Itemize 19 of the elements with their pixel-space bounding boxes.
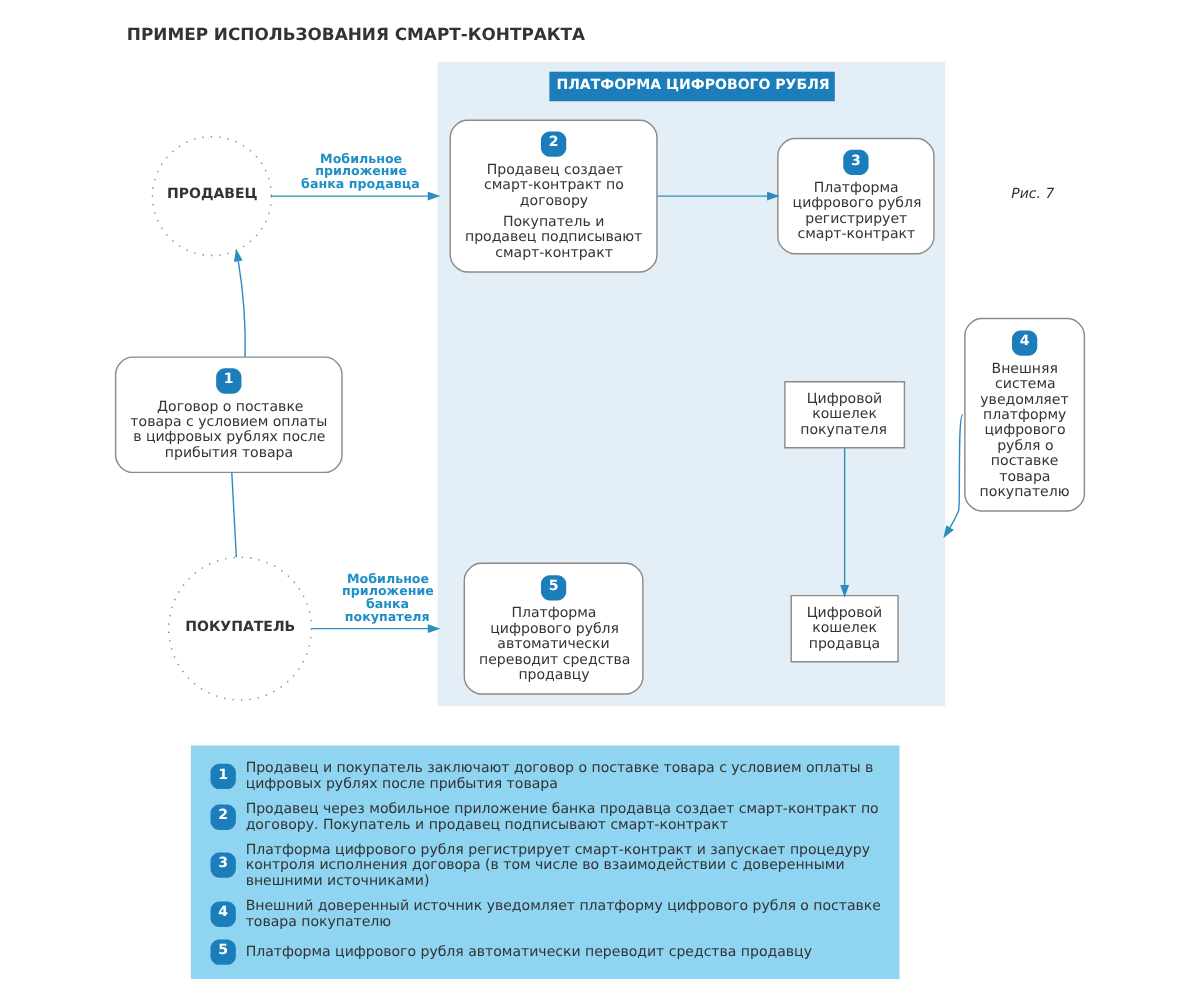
node-circle: ПРОДАВЕЦ bbox=[151, 136, 273, 257]
node-box: 3 Платформа цифрового рубля регистрирует смарт-контракт bbox=[777, 137, 935, 255]
arrow bbox=[656, 191, 780, 201]
node-box: 1 Продавец и покупатель заключают договор о поставке товара с условием оплаты в цифровых рублях после прибытия товара 2 Продавец через мобильное приложение банка продавца создает смарт-контракт по договору. Покупатель и продавец подписывают смарт-контракт 3 Платформа цифрового рубля регистрирует смарт-контракт и запускает процедуру контроля исполнения договора (в том числе во взаимодействии с доверенными внешними источниками) 4 Внешний доверенный источник уведомляет платформу цифрового рубля о поставке товара покупателю 5 Платформа цифрового рубля автоматически переводит средства продавцу bbox=[190, 745, 900, 979]
arrow bbox=[271, 191, 441, 201]
label: Рис. 7 bbox=[1011, 184, 1055, 203]
arrow bbox=[840, 447, 850, 598]
diagram-title: ПРИМЕР ИСПОЛЬЗОВАНИЯ СМАРТ-КОНТРАКТА bbox=[126, 23, 586, 44]
node-box: Цифровой кошелек покупателя bbox=[784, 381, 906, 449]
node-box: 1 Договор о поставке товара с условием оплаты в цифровых рублях после прибытия товара bbox=[114, 356, 343, 474]
arrow bbox=[943, 414, 964, 539]
node-box: 5 Платформа цифрового рубля автоматически переводит средства продавцу bbox=[463, 562, 644, 695]
connector bbox=[231, 472, 238, 559]
node-circle: ПОКУПАТЕЛЬ bbox=[168, 556, 313, 701]
arrow bbox=[233, 248, 246, 358]
node-box: 4 Внешняя система уведомляет платформу цифрового рубля о поставке товара покупателю bbox=[964, 317, 1086, 512]
node-box: 2 Продавец создает смарт-контракт по договору Покупатель и продавец подписывают смарт-контракт bbox=[449, 119, 658, 273]
arrow bbox=[310, 624, 441, 634]
node-box: Цифровой кошелек продавца bbox=[790, 594, 899, 663]
